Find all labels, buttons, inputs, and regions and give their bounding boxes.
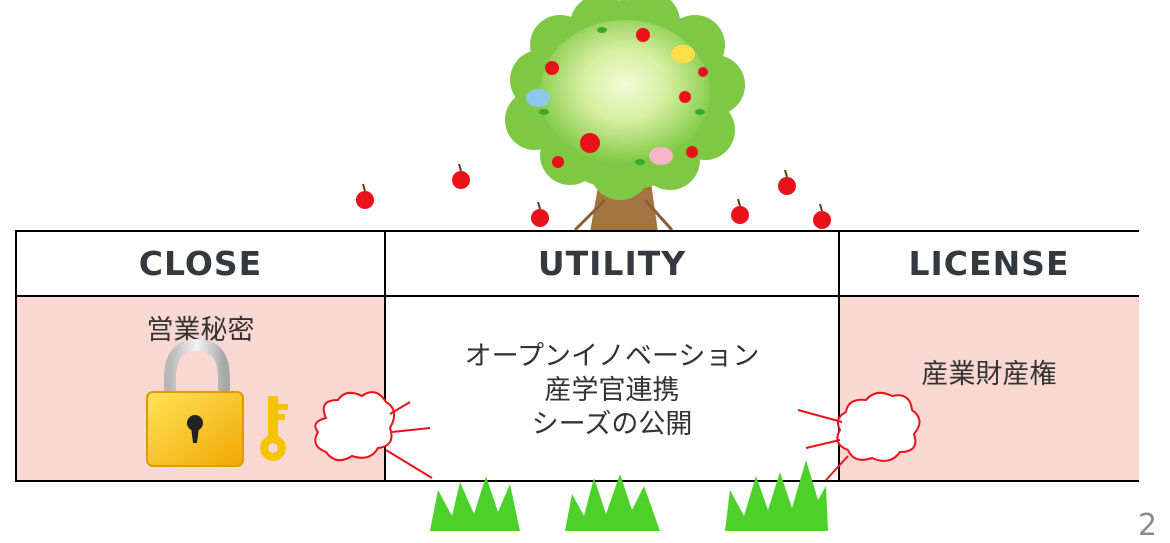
utility-body-cell: オープンイノベーション 産学官連携 シーズの公開 (385, 296, 839, 481)
column-heading-license: LICENSE (839, 231, 1139, 296)
column-heading-close: CLOSE (16, 231, 385, 296)
seeds-disclosure-label: シーズの公開 (531, 409, 693, 440)
table-divider-1 (384, 230, 386, 482)
table-border-top (16, 230, 1139, 232)
grass-tuft-icon (430, 460, 828, 531)
padlock-icon (146, 338, 244, 467)
foreground-illustration-layer (146, 338, 921, 531)
speech-cloud-icon (314, 391, 433, 479)
table-divider-2 (838, 230, 840, 482)
industry-academia-label: 産学官連携 (544, 375, 680, 406)
falling-apple-icon (356, 163, 831, 229)
bird-icon (526, 45, 695, 165)
key-icon (260, 396, 288, 461)
industrial-property-label: 産業財産権 (921, 359, 1057, 390)
table-border-bottom (16, 480, 1139, 482)
apple-tree-icon (505, 0, 745, 236)
table-border-left (15, 230, 17, 482)
table-border-mid (16, 295, 1139, 297)
column-heading-utility: UTILITY (385, 231, 839, 296)
page-number: 2 (1138, 508, 1158, 543)
speech-cloud-icon (797, 391, 921, 481)
open-innovation-label: オープンイノベーション (464, 341, 760, 372)
illustration-layer (356, 0, 831, 236)
